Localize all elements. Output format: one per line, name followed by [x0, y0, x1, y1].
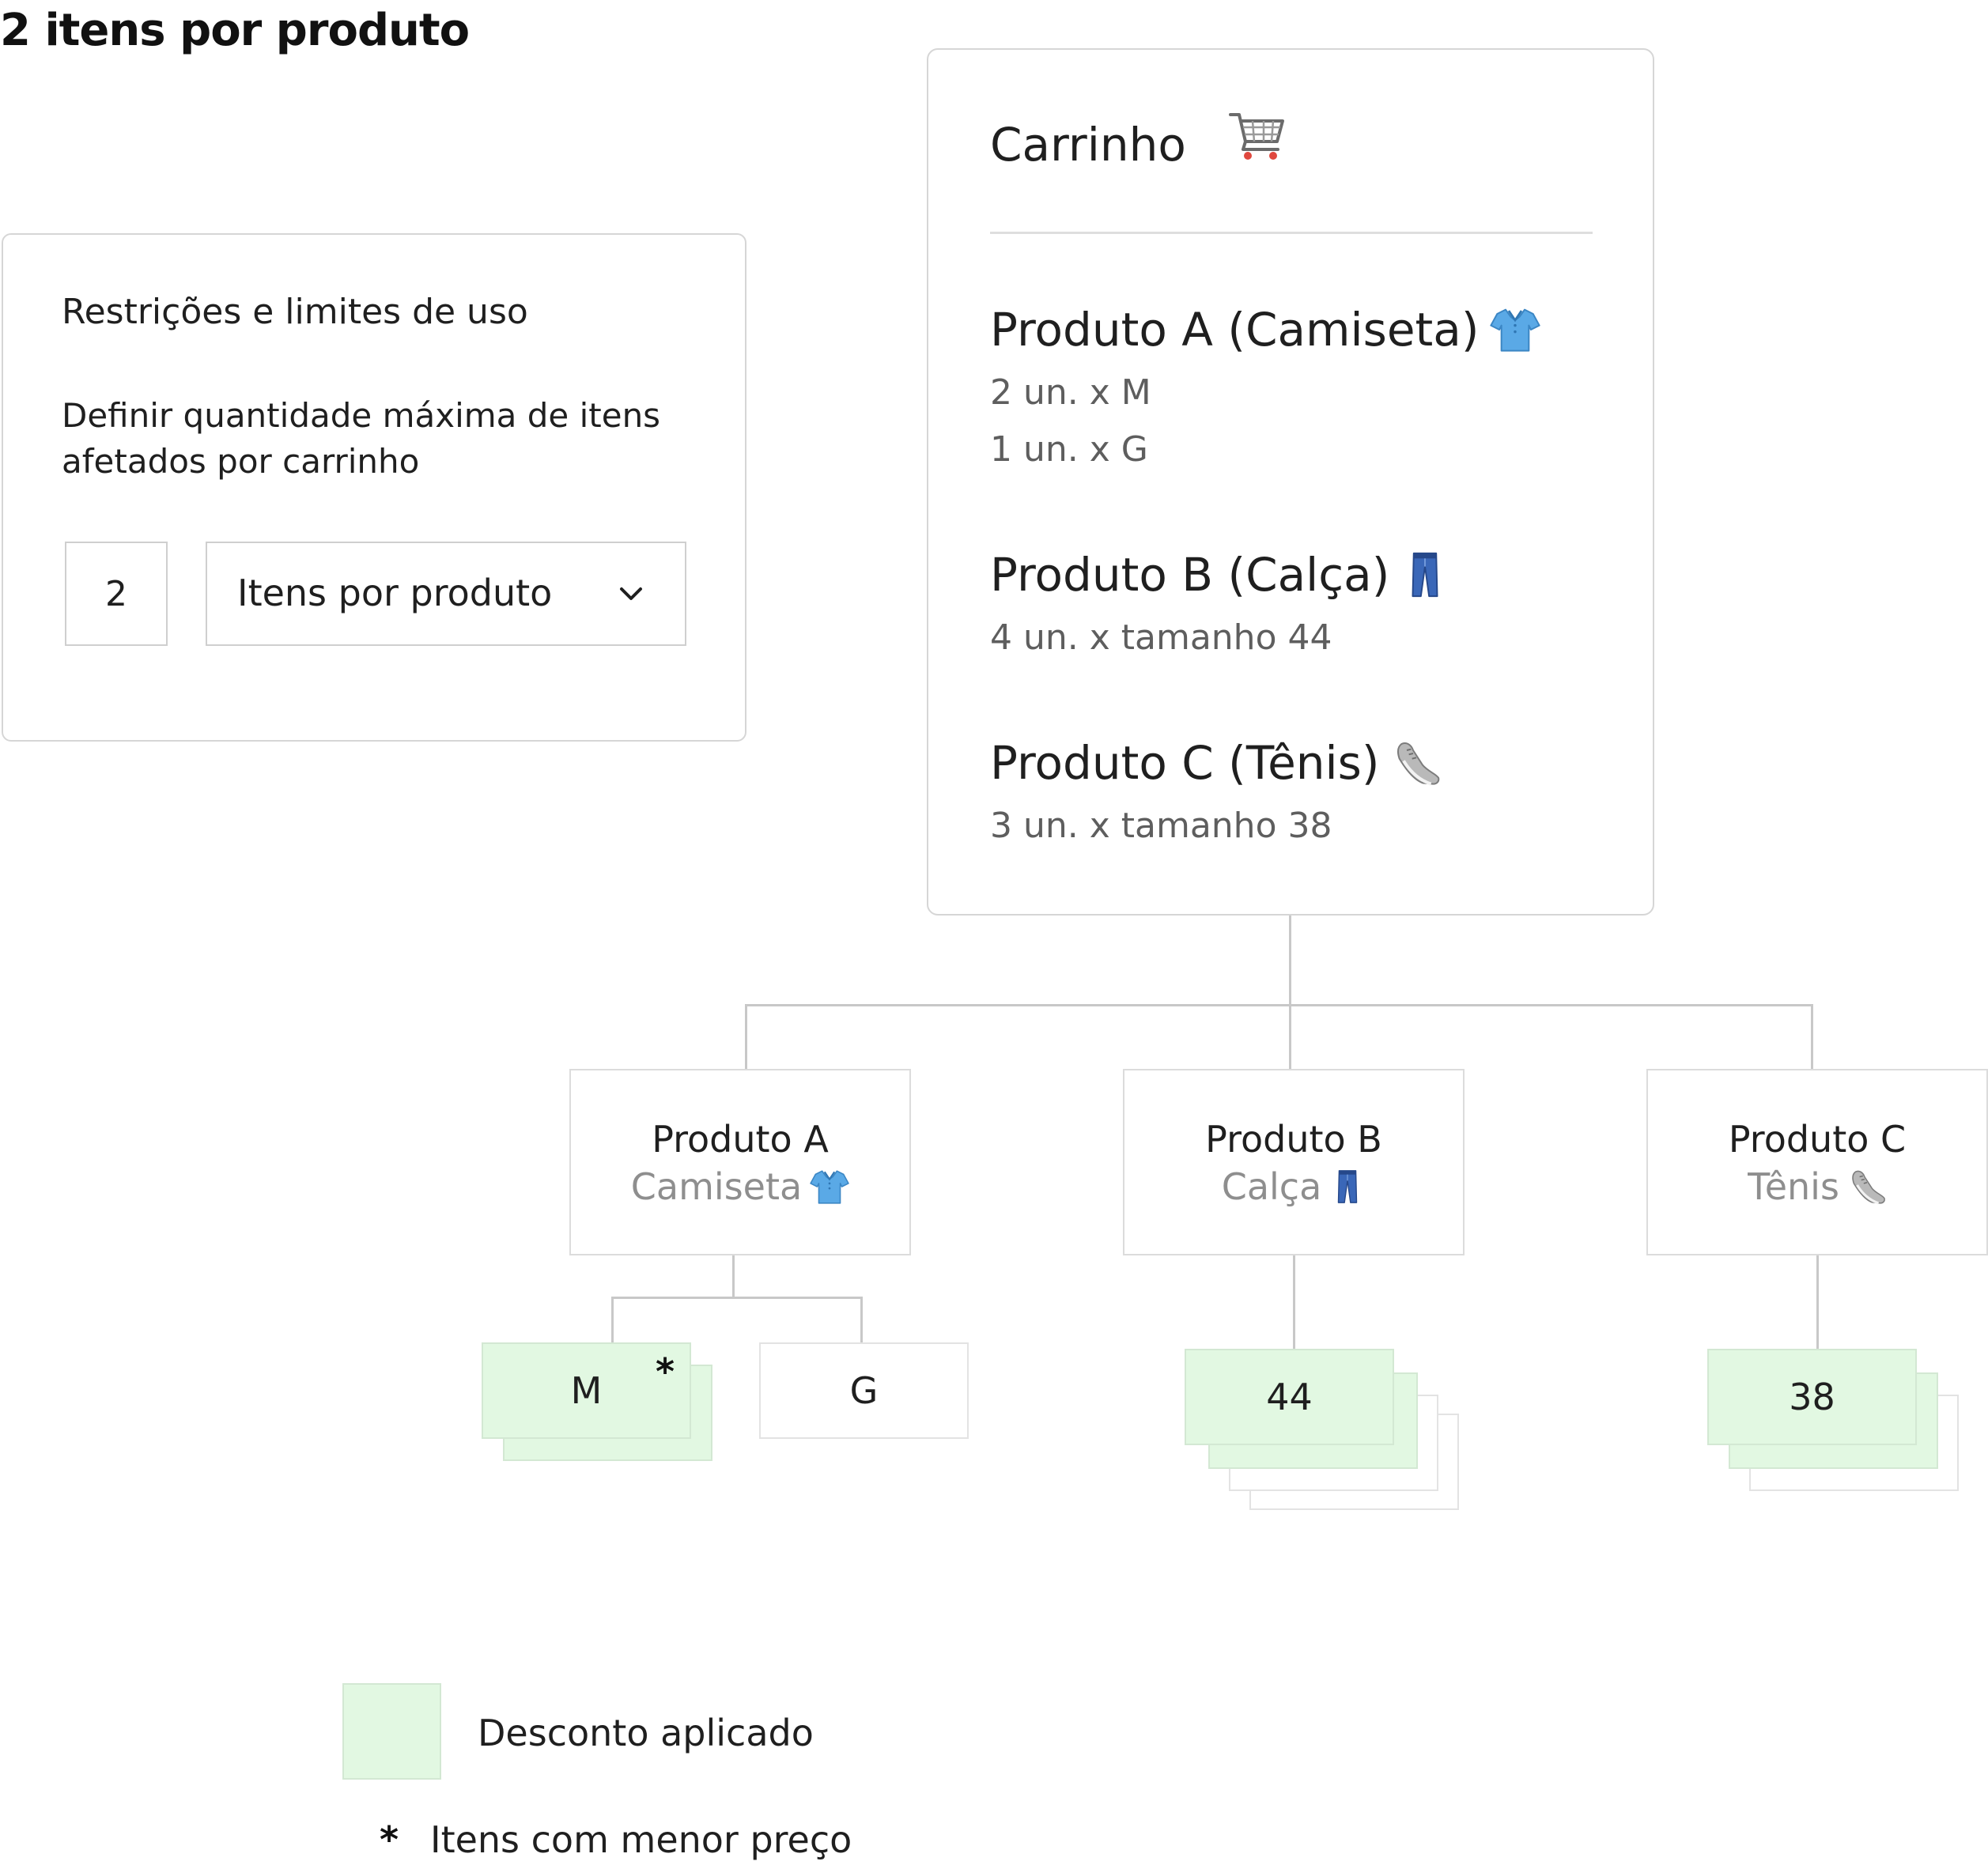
jeans-icon	[1329, 1167, 1366, 1206]
product-node-a-sub: Camiseta	[571, 1165, 909, 1208]
product-node-b-name: Produto B	[1205, 1118, 1382, 1161]
tshirt-icon	[1490, 304, 1540, 355]
cart-product-c-heading: Produto C (Tênis)	[990, 736, 1442, 790]
cart-product-a-heading: Produto A (Camiseta)	[990, 303, 1540, 357]
product-node-a: Produto A Camiseta	[569, 1069, 911, 1255]
cart-product-c-line-1: 3 un. x tamanho 38	[990, 806, 1332, 846]
jeans-icon	[1400, 548, 1449, 602]
connector-a-to-m	[611, 1297, 614, 1342]
connector-horizontal-main	[745, 1004, 1813, 1006]
product-node-b: Produto B Calça	[1123, 1069, 1465, 1255]
legend-discount-swatch	[342, 1683, 441, 1780]
connector-cart-trunk	[1289, 916, 1291, 1006]
connector-a-trunk	[732, 1255, 735, 1298]
restrictions-description: Definir quantidade máxima de itens afeta…	[62, 396, 661, 481]
product-node-b-category: Calça	[1221, 1165, 1322, 1208]
variant-38-label: 38	[1789, 1376, 1835, 1418]
connector-to-product-a	[745, 1004, 747, 1069]
chevron-down-icon	[620, 587, 642, 600]
variant-m-label: M	[570, 1369, 603, 1412]
lowest-price-mark: *	[656, 1350, 675, 1393]
connector-a-horizontal	[611, 1297, 863, 1299]
limit-mode-select[interactable]: Itens por produto	[206, 542, 686, 646]
restrictions-title: Restrições e limites de uso	[62, 292, 528, 332]
connector-to-product-b	[1289, 1004, 1291, 1069]
cart-product-a-line-1: 2 un. x M	[990, 372, 1151, 413]
restrictions-card: Restrições e limites de uso Definir quan…	[2, 233, 746, 742]
quantity-input[interactable]	[65, 542, 168, 646]
variant-g-label: G	[849, 1369, 879, 1412]
product-node-a-name: Produto A	[652, 1118, 829, 1161]
cart-card: Carrinho Produto A (Camiseta) 2 un. x M …	[927, 48, 1654, 916]
connector-to-product-c	[1811, 1004, 1813, 1069]
cart-product-b-line-1: 4 un. x tamanho 44	[990, 617, 1332, 658]
limit-mode-selected: Itens por produto	[237, 572, 553, 614]
page-title: 2 itens por produto	[0, 5, 470, 56]
sneaker-icon	[1847, 1167, 1887, 1206]
product-node-c-name: Produto C	[1728, 1118, 1907, 1161]
connector-c-trunk	[1816, 1255, 1819, 1349]
legend-lowest-label: Itens com menor preço	[430, 1818, 852, 1861]
cart-product-a-name: Produto A (Camiseta)	[990, 303, 1480, 357]
cart-product-c-name: Produto C (Tênis)	[990, 736, 1380, 790]
sneaker-icon	[1391, 738, 1442, 788]
product-node-b-sub: Calça	[1124, 1165, 1463, 1208]
product-node-c: Produto C Tênis	[1646, 1069, 1988, 1255]
cart-product-a-line-2: 1 un. x G	[990, 429, 1148, 470]
cart-title: Carrinho	[990, 118, 1186, 172]
cart-product-b-heading: Produto B (Calça)	[990, 548, 1449, 602]
connector-a-to-g	[860, 1297, 863, 1342]
connector-b-trunk	[1293, 1255, 1295, 1349]
variant-38-tile: 38	[1707, 1349, 1917, 1445]
variant-g-tile: G	[759, 1342, 969, 1439]
tshirt-icon	[810, 1167, 849, 1206]
variant-44-label: 44	[1266, 1376, 1313, 1418]
cart-divider	[990, 232, 1593, 234]
legend-lowest-mark: *	[380, 1818, 399, 1861]
shopping-cart-icon	[1229, 113, 1284, 160]
variant-m-tile: M *	[482, 1342, 691, 1439]
product-node-c-category: Tênis	[1748, 1165, 1839, 1208]
product-node-c-sub: Tênis	[1648, 1165, 1986, 1208]
variant-44-tile: 44	[1185, 1349, 1394, 1445]
legend-discount-label: Desconto aplicado	[478, 1712, 814, 1754]
product-node-a-category: Camiseta	[630, 1165, 803, 1208]
cart-product-b-name: Produto B (Calça)	[990, 548, 1390, 602]
